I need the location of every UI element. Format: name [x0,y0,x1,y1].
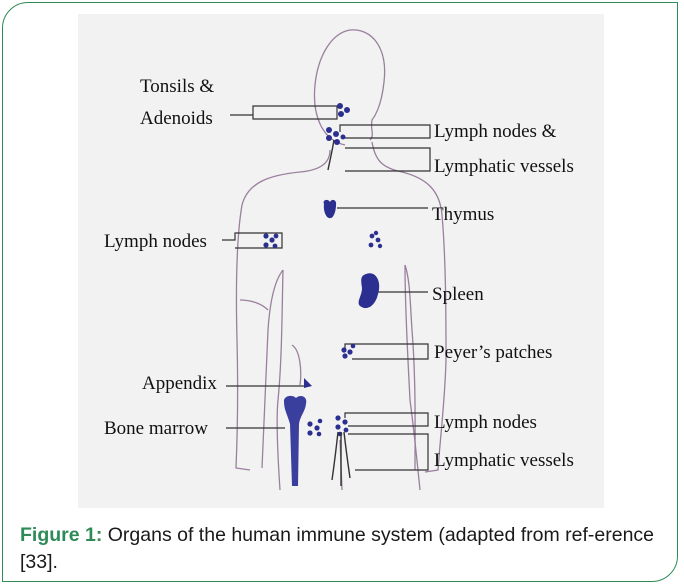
neck-node-dot [333,131,339,137]
label-adenoids: Adenoids [140,108,213,129]
labels: Tonsils & Adenoids Lymph nodes & Lymphat… [104,76,574,471]
arm-node-dot [263,233,268,238]
arm-node-dot [263,242,268,247]
label-spleen: Spleen [432,284,484,305]
axillary-node-dot [369,243,374,248]
neck-node-dot [341,135,346,140]
left-shoulder-arm [236,150,330,470]
peyers-leader [345,344,428,359]
caption-text: Organs of the human immune system (adapt… [20,524,654,573]
torso-fold [292,345,301,385]
label-lymph-nodes-left: Lymph nodes [104,231,207,252]
tonsil-dot [338,111,344,117]
inguinal-node-dot [314,425,319,430]
neck-node-dot [334,139,340,145]
tonsil-dot [337,103,343,109]
axillary-node-dot [376,238,381,243]
inguinal-node-dot [342,419,347,424]
peyers-dot [341,347,346,352]
arm-node-dot [269,237,274,242]
inguinal-node-dot [335,424,340,429]
body-outline [236,30,446,490]
figure-caption: Figure 1: Organs of the human immune sys… [20,522,664,576]
head-outline [314,30,384,145]
peyers-dot [342,353,347,358]
label-lymphatic-vessels-top: Lymphatic vessels [434,156,574,177]
inguinal-node-dot [317,432,322,437]
label-lymphatic-vessels-bottom: Lymphatic vessels [434,450,574,471]
neck-node-dot [326,135,332,141]
left-arm-detail [240,300,268,310]
label-bone-marrow: Bone marrow [104,418,208,439]
tonsil-dot [344,107,350,113]
leg-vessel [344,432,350,478]
peyers-dot [347,349,352,354]
label-thymus: Thymus [432,204,494,225]
tonsils-leader [230,106,337,119]
axillary-node-dot [374,231,378,235]
label-appendix: Appendix [142,373,217,394]
leader-lines [222,106,430,470]
left-torso [278,270,283,400]
label-lymph-nodes-bottom: Lymph nodes [434,412,537,433]
inguinal-node-dot [307,421,312,426]
label-peyers-patches: Peyer’s patches [434,342,552,363]
inguinal-node-dot [344,428,349,433]
figure-label: Figure 1: [20,524,102,546]
arm-node-dot [273,244,278,249]
inguinal-node-dot [335,415,340,420]
leg-vessel [332,432,338,480]
right-inner-arm [405,265,415,470]
lymph-nodes-and-leader [340,125,430,138]
label-lymph-nodes-and: Lymph nodes & [434,121,557,142]
bone-marrow-organ [284,396,306,486]
left-leg [277,400,280,490]
inguinal-node-dot [307,430,312,435]
thymus-organ [324,200,337,218]
peyers-dot [351,344,356,349]
arm-node-dot [274,234,279,239]
axillary-node-dot [378,244,382,248]
appendix-organ [304,378,312,388]
inguinal-node-dot [318,419,323,424]
spleen-organ [359,273,380,308]
neck-node-dot [326,127,332,133]
axillary-node-dot [370,234,375,239]
label-tonsils: Tonsils & [140,76,214,97]
